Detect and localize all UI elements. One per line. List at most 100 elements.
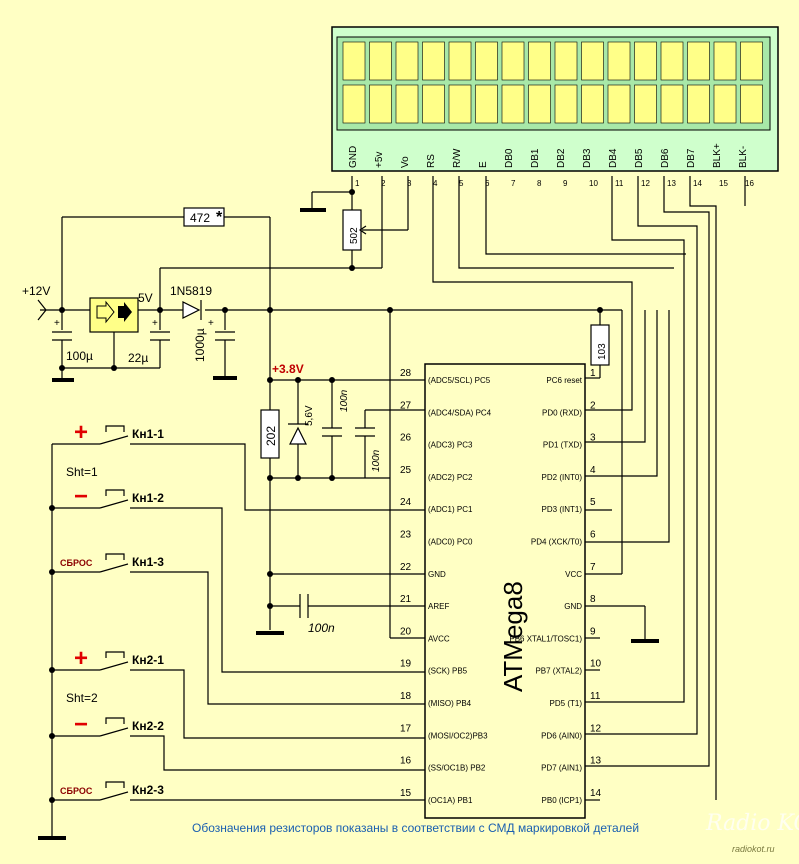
lcd-cell <box>528 84 551 124</box>
mcu-pin-label: (ADC5/SCL) PC5 <box>428 376 491 385</box>
mcu-pin-number: 7 <box>590 562 596 573</box>
button-group: Кн1-1+Кн1-2−Кн1-3СБРОСКн2-1+Кн2-2−Кн2-3С… <box>52 419 164 801</box>
lcd-pin-number: 15 <box>719 179 728 188</box>
mcu-pin-number: 4 <box>590 465 596 476</box>
net-5v-label: 5V <box>138 291 153 305</box>
button-id-label: Кн2-3 <box>132 783 164 797</box>
lcd-pin-number: 9 <box>563 179 568 188</box>
mcu-pin-number: 8 <box>590 594 596 605</box>
lcd-pin-number: 5 <box>459 179 464 188</box>
mcu-pin-number: 16 <box>400 756 412 767</box>
lcd-pin-number: 13 <box>667 179 676 188</box>
mcu-pin-label: (ADC1) PC1 <box>428 505 473 514</box>
lcd-pin-name: DB5 <box>634 148 645 168</box>
lcd-cell <box>395 41 419 81</box>
lcd-pin-name: Vo <box>400 156 411 168</box>
mcu-pin-number: 23 <box>400 530 412 541</box>
mcu-pin-label: PB7 (XTAL2) <box>535 667 582 676</box>
mcu-pin-label: PD0 (RXD) <box>542 408 582 417</box>
mcu-pin-label: (ADC2) PC2 <box>428 473 473 482</box>
push-button: Кн2-1+ <box>52 645 164 672</box>
lcd-display: GND1+5v2Vo3RS4R/W5E6DB07DB18DB29DB310DB4… <box>331 26 779 188</box>
mcu-pin-number: 22 <box>400 562 412 573</box>
push-button: Кн2-2− <box>52 711 164 738</box>
lcd-cell <box>448 41 472 81</box>
mcu-pin-label: PB6 XTAL1/TOSC1) <box>509 634 582 643</box>
mcu-pin-number: 21 <box>400 594 412 605</box>
lcd-cell <box>581 41 604 81</box>
lcd-pin-number: 8 <box>537 179 542 188</box>
lcd-pin-name: DB4 <box>608 148 619 168</box>
lcd-pin-labels: GND1+5v2Vo3RS4R/W5E6DB07DB18DB29DB310DB4… <box>348 143 754 188</box>
c-in-label: 100µ <box>66 349 93 363</box>
r-reset-label: 103 <box>597 343 608 360</box>
push-button: Кн1-2− <box>52 483 164 510</box>
mcu-pin-label: (OC1A) PB1 <box>428 796 473 805</box>
lcd-cell <box>528 41 551 81</box>
button-id-label: Кн2-2 <box>132 719 164 733</box>
button-id-label: Кн1-3 <box>132 555 164 569</box>
mcu-pin-label: PD4 (XCK/T0) <box>531 538 582 547</box>
mcu-pin-number: 26 <box>400 433 412 444</box>
footer-note: Обозначения резисторов показаны в соотве… <box>192 821 639 835</box>
r-top-label: 472 <box>190 211 210 225</box>
mcu-pin-number: 1 <box>590 368 596 379</box>
lcd-cell <box>501 84 525 124</box>
pot-label: 502 <box>349 227 360 244</box>
lcd-pin-number: 4 <box>433 179 438 188</box>
mcu-pin-label: (SS/OC1B) PB2 <box>428 764 486 773</box>
lcd-cell <box>607 41 631 81</box>
lcd-pin-name: RS <box>426 154 437 168</box>
mcu-pin-number: 6 <box>590 530 596 541</box>
watermark-logo: Radio KOT <box>705 811 799 836</box>
r-top-mark: * <box>216 209 223 226</box>
lcd-cell <box>713 84 737 124</box>
mcu-pin-number: 14 <box>590 788 602 799</box>
lcd-pin-name: DB7 <box>686 148 697 168</box>
sht-2-label: Sht=2 <box>66 691 98 705</box>
mcu-pin-label: (MISO) PB4 <box>428 699 472 708</box>
button-id-label: Кн1-1 <box>132 427 164 441</box>
lcd-cell <box>369 41 392 81</box>
lcd-cell <box>475 84 498 124</box>
c-bulk-label: 1000µ <box>193 328 207 362</box>
lcd-cell <box>634 41 657 81</box>
lcd-pin-number: 2 <box>381 179 386 188</box>
button-function-label: СБРОС <box>60 786 93 796</box>
lcd-cell <box>687 41 710 81</box>
lcd-cell <box>660 41 684 81</box>
lcd-cell <box>475 41 498 81</box>
wiring <box>37 176 746 840</box>
mcu-pin-label: PD1 (TXD) <box>543 441 582 450</box>
lcd-cell <box>634 84 657 124</box>
lcd-pin-number: 11 <box>615 179 624 188</box>
mcu-pin-number: 28 <box>400 368 412 379</box>
push-button: Кн1-1 + <box>52 419 164 446</box>
mcu-pin-number: 24 <box>400 497 412 508</box>
mcu-pin-label: PC6 reset <box>546 376 582 385</box>
mcu-pin-label: (MOSI/OC2)PB3 <box>428 731 488 740</box>
lcd-cell <box>369 84 392 124</box>
mcu-pin-label: PD7 (AIN1) <box>541 764 582 773</box>
lcd-pin-number: 1 <box>355 179 360 188</box>
mcu-pin-number: 5 <box>590 497 596 508</box>
lcd-cell <box>342 41 366 81</box>
lcd-pin-name: R/W <box>452 148 463 168</box>
c-z1-label: 100n <box>339 389 350 412</box>
component-labels: +12V 5V 1N5819 100µ 22µ 1000µ 472 * 502 … <box>22 209 608 635</box>
net-12v-label: +12V <box>22 284 50 298</box>
mcu-pin-number: 11 <box>590 691 601 702</box>
lcd-cell <box>554 84 578 124</box>
button-function-label: СБРОС <box>60 558 93 568</box>
button-function-label: − <box>74 483 88 510</box>
c-aref-label: 100n <box>308 621 335 635</box>
button-function-label: + <box>74 419 88 446</box>
button-id-label: Кн2-1 <box>132 653 164 667</box>
lcd-cell <box>501 41 525 81</box>
mcu-pin-label: PD6 (AIN0) <box>541 731 582 740</box>
lcd-pin-number: 16 <box>745 179 754 188</box>
mcu-pin-label: PD5 (T1) <box>550 699 583 708</box>
lcd-pin-name: DB2 <box>556 148 567 168</box>
